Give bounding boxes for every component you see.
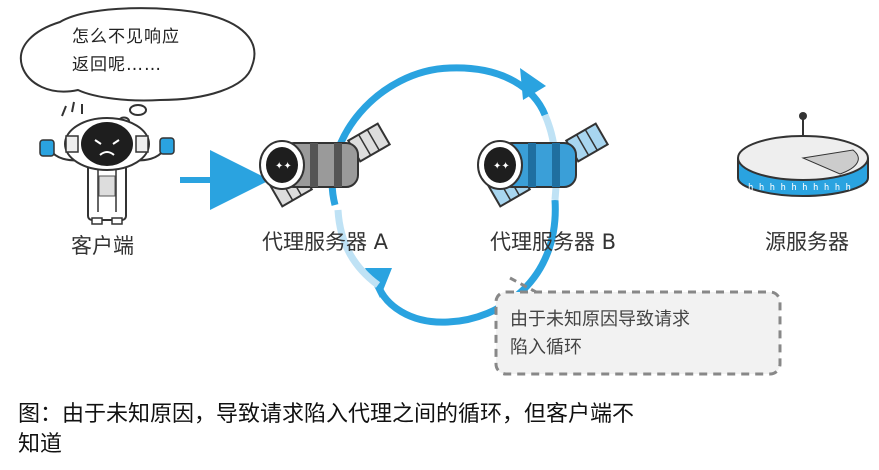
loop-note-text: 由于未知原因导致请求 陷入循环: [510, 306, 770, 362]
proxy-a-label: 代理服务器 A: [262, 230, 389, 254]
origin-server-icon: h h h h h h h h h h: [737, 112, 869, 198]
note-line-2: 陷入循环: [510, 337, 582, 358]
thought-bubble: [19, 7, 256, 126]
loop-arrowhead-top: [520, 68, 546, 100]
proxy-a-satellite-icon: ✦✦: [259, 122, 392, 208]
loop-note-callout: [494, 276, 782, 376]
proxy-b-label: 代理服务器 B: [490, 230, 617, 254]
bubble-line-1: 怎么不见响应: [72, 27, 180, 47]
svg-text:h h h h h h h h h h: h h h h h h h h h h: [748, 183, 851, 193]
origin-server-label: 源服务器: [765, 230, 849, 254]
bubble-line-2: 返回呢……: [72, 55, 162, 75]
figure-caption: 图：由于未知原因，导致请求陷入代理之间的循环，但客户端不 知道: [18, 400, 868, 460]
svg-text:✦✦: ✦✦: [275, 161, 292, 172]
client-robot-icon: [39, 101, 175, 225]
note-line-1: 由于未知原因导致请求: [510, 309, 690, 330]
proxy-b-satellite-icon: ✦✦: [477, 122, 610, 208]
caption-line-1: 图：由于未知原因，导致请求陷入代理之间的循环，但客户端不: [18, 402, 635, 427]
caption-line-2: 知道: [18, 432, 63, 457]
client-label: 客户端: [71, 234, 134, 258]
svg-text:✦✦: ✦✦: [493, 161, 510, 172]
